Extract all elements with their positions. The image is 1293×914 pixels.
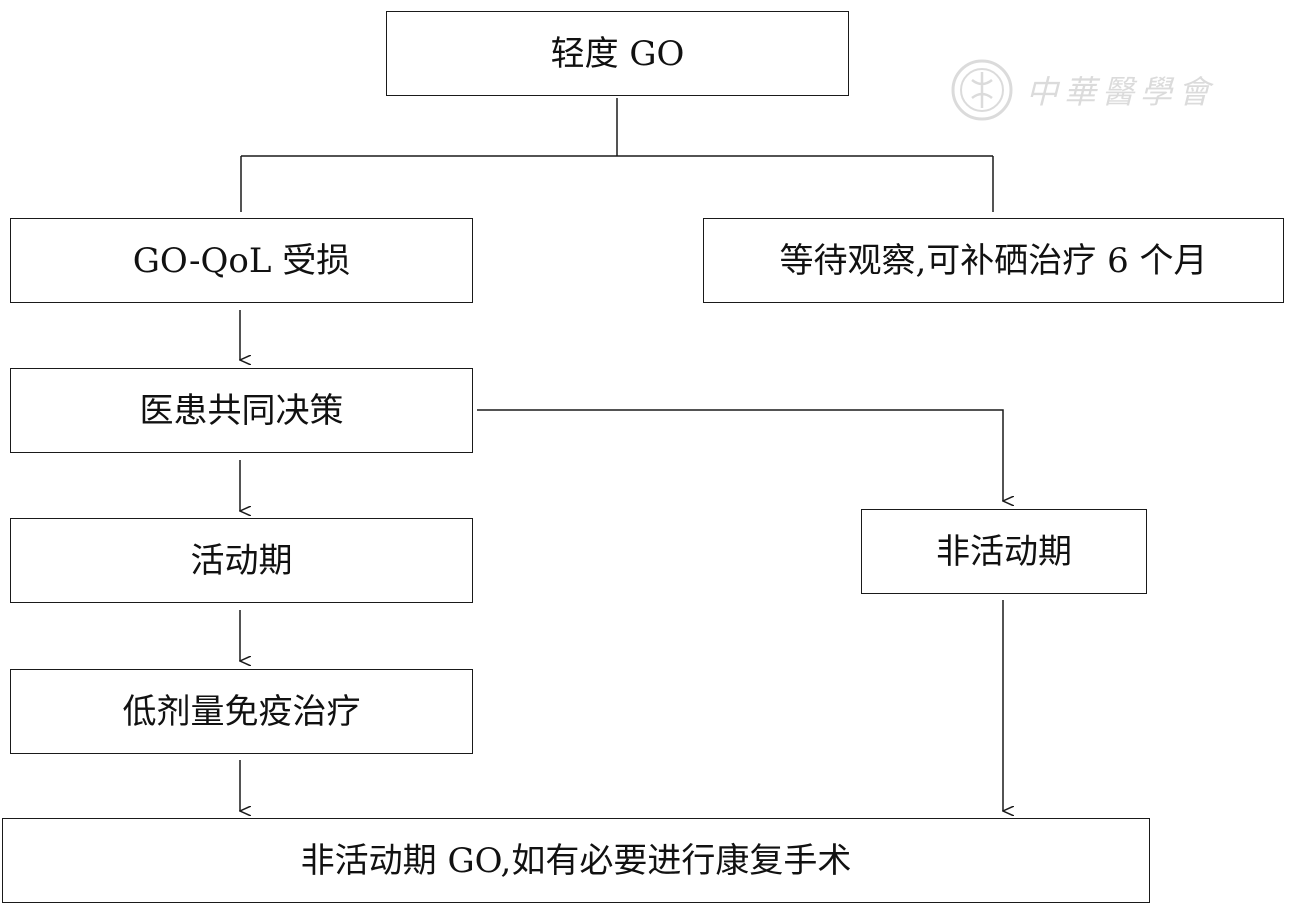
- node-watchful-waiting: 等待观察,可补硒治疗 6 个月: [703, 218, 1284, 303]
- node-low-dose-immunotherapy-label: 低剂量免疫治疗: [122, 691, 361, 732]
- node-shared-decision-label: 医患共同决策: [139, 390, 344, 431]
- node-qol-impaired-label: GO-QoL 受损: [132, 240, 351, 281]
- watermark: 中華醫學會: [950, 58, 1216, 122]
- node-mild-go-label: 轻度 GO: [550, 33, 685, 74]
- node-qol-impaired: GO-QoL 受损: [10, 218, 473, 303]
- node-inactive-phase: 非活动期: [861, 509, 1147, 594]
- node-final-outcome: 非活动期 GO,如有必要进行康复手术: [2, 818, 1150, 903]
- node-shared-decision: 医患共同决策: [10, 368, 473, 453]
- arrow-shared-to-inactive: [477, 409, 1003, 501]
- node-watchful-waiting-label: 等待观察,可补硒治疗 6 个月: [779, 240, 1208, 281]
- node-final-outcome-label: 非活动期 GO,如有必要进行康复手术: [300, 840, 852, 881]
- node-active-phase: 活动期: [10, 518, 473, 603]
- node-mild-go: 轻度 GO: [386, 11, 849, 96]
- watermark-text: 中華醫學會: [1026, 73, 1217, 111]
- society-seal-icon: [951, 59, 1013, 121]
- node-inactive-phase-label: 非活动期: [936, 531, 1072, 572]
- node-active-phase-label: 活动期: [190, 540, 293, 581]
- node-low-dose-immunotherapy: 低剂量免疫治疗: [10, 669, 473, 754]
